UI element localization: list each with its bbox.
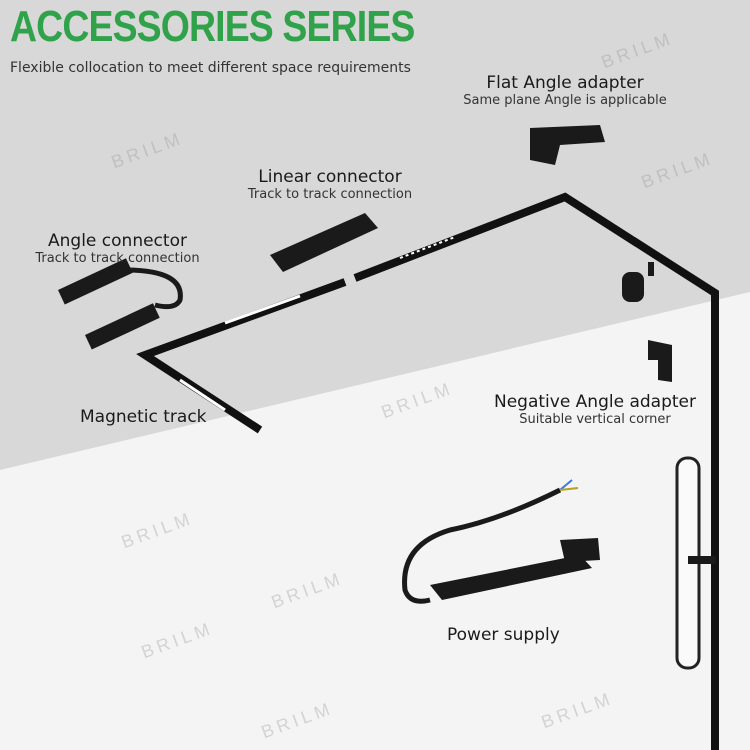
spotlight-image xyxy=(622,262,654,302)
ceiling-surface xyxy=(0,0,750,470)
label-title: Negative Angle adapter xyxy=(493,392,696,412)
flat-angle-adapter-label: Flat Angle adapter Same plane Angle is a… xyxy=(450,73,680,108)
angle-connector-image xyxy=(58,258,183,350)
linear-connector-image xyxy=(270,213,378,272)
label-title: Angle connector xyxy=(48,231,187,251)
flat-angle-adapter-image xyxy=(530,125,605,165)
label-desc: Track to track connection xyxy=(35,251,200,266)
label-desc: Same plane Angle is applicable xyxy=(463,93,667,108)
negative-angle-adapter-image xyxy=(648,340,672,382)
page-title: ACCESSORIES SERIES xyxy=(10,2,415,51)
led-module xyxy=(399,236,456,259)
label-desc: Track to track connection xyxy=(247,187,413,202)
negative-angle-adapter-label: Negative Angle adapter Suitable vertical… xyxy=(480,392,710,427)
label-title: Linear connector xyxy=(258,167,402,187)
page-subtitle: Flexible collocation to meet different s… xyxy=(10,60,411,76)
magnetic-track-label: Magnetic track xyxy=(80,407,207,427)
power-supply-label: Power supply xyxy=(447,625,560,645)
linear-connector-label: Linear connector Track to track connecti… xyxy=(230,167,430,202)
label-desc: Suitable vertical corner xyxy=(519,412,671,427)
label-title: Flat Angle adapter xyxy=(486,73,644,93)
power-supply-image xyxy=(402,479,600,604)
magnetic-track xyxy=(136,192,719,750)
angle-connector-label: Angle connector Track to track connectio… xyxy=(20,231,215,266)
